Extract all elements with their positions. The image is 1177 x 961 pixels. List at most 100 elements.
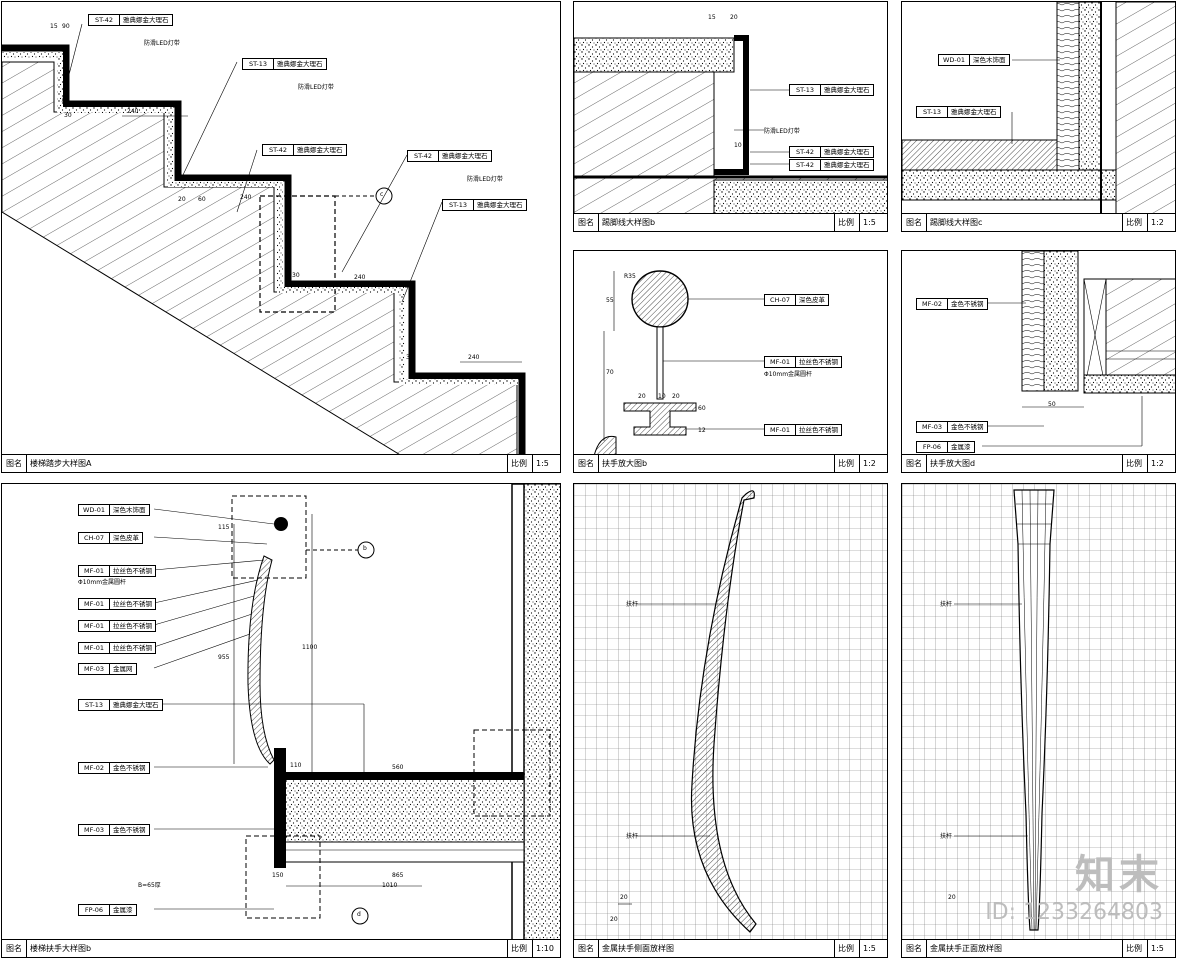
title-prefix: 图名 — [578, 944, 594, 953]
section-marker-label: d — [357, 911, 361, 918]
section-marker-label: b — [363, 545, 367, 552]
drawing-title: 扶手放大图b — [602, 459, 648, 468]
dimension: 115 — [218, 524, 230, 531]
dimension: 240 — [468, 354, 480, 361]
panel-metal-handrail-front-layout: 扶杆 扶杆 20 图名 金属扶手正面放样图 比例 1:5 — [901, 483, 1176, 958]
scale-value: 1:5 — [536, 459, 549, 468]
handrail-base-section-drawing — [982, 251, 1175, 447]
handrail-side-layout-grid — [574, 484, 887, 942]
annotation-note: 扶杆 — [940, 601, 953, 608]
dimension: 55 — [606, 297, 614, 304]
annotation-note: 防滑LED灯带 — [764, 128, 800, 135]
dimension: 30 — [292, 272, 300, 279]
dimension: 20 — [620, 894, 628, 901]
title-prefix: 图名 — [6, 944, 22, 953]
dimension: 560 — [392, 764, 404, 771]
dimension: 15 — [708, 14, 716, 21]
dimension: 12 — [698, 427, 706, 434]
drawing-title: 楼梯扶手大样图b — [30, 944, 92, 953]
dimension: 20 — [638, 393, 646, 400]
scale-prefix: 比例 — [1126, 459, 1142, 468]
annotation-note: 扶杆 — [626, 833, 639, 840]
annotation-note: B=65厚 — [138, 882, 161, 889]
scale-prefix: 比例 — [838, 459, 854, 468]
section-marker-label: c — [380, 191, 384, 198]
title-block: 图名 楼梯踏步大样图A 比例 1:5 — [2, 454, 560, 472]
scale-value: 1:5 — [863, 218, 876, 227]
title-block: 图名 踢脚线大样图b 比例 1:5 — [574, 213, 887, 231]
dimension: 20 — [610, 916, 618, 923]
title-prefix: 图名 — [6, 459, 22, 468]
dimension: 240 — [240, 194, 252, 201]
scale-value: 1:2 — [1151, 459, 1164, 468]
scale-prefix: 比例 — [1126, 218, 1142, 227]
title-prefix: 图名 — [906, 944, 922, 953]
dimension: 10 — [734, 142, 742, 149]
dimension: 30 — [406, 354, 414, 361]
scale-value: 1:5 — [863, 944, 876, 953]
title-prefix: 图名 — [906, 218, 922, 227]
dimension: R35 — [624, 273, 636, 280]
title-prefix: 图名 — [578, 218, 594, 227]
dimension: 865 — [392, 872, 404, 879]
scale-prefix: 比例 — [838, 218, 854, 227]
drawing-title: 金属扶手正面放样图 — [930, 944, 1002, 953]
title-block: 图名 踢脚线大样图c 比例 1:2 — [902, 213, 1175, 231]
annotation-note: 扶杆 — [940, 833, 953, 840]
scale-value: 1:5 — [1151, 944, 1164, 953]
title-prefix: 图名 — [906, 459, 922, 468]
panel-metal-handrail-side-layout: 扶杆 扶杆 20 20 图名 金属扶手侧面放样图 比例 1:5 — [573, 483, 888, 958]
annotation-note: Φ10mm金属圆杆 — [764, 371, 813, 378]
dimension: 10 — [658, 393, 666, 400]
title-block: 图名 扶手放大图b 比例 1:2 — [574, 454, 887, 472]
dimension: 150 — [272, 872, 284, 879]
annotation-note: 扶杆 — [626, 601, 639, 608]
dimension: 90 — [62, 23, 70, 30]
annotation-note: Φ10mm金属圆杆 — [78, 579, 127, 586]
drawing-title: 楼梯踏步大样图A — [30, 459, 92, 468]
title-block: 图名 金属扶手侧面放样图 比例 1:5 — [574, 939, 887, 957]
drawing-title: 踢脚线大样图c — [930, 218, 983, 227]
dimension: 1100 — [302, 644, 318, 651]
title-block: 图名 楼梯扶手大样图b 比例 1:10 — [2, 939, 560, 957]
annotation-note: 防滑LED灯带 — [298, 84, 334, 91]
dimension: 60 — [698, 405, 706, 412]
dimension: 1010 — [382, 882, 398, 889]
scale-prefix: 比例 — [1126, 944, 1142, 953]
dimension: 110 — [290, 762, 302, 769]
stair-handrail-elevation-drawing — [153, 484, 560, 943]
handrail-front-layout-grid — [902, 484, 1175, 942]
handrail-profile-drawing — [593, 270, 764, 457]
dimension: 20 — [178, 196, 186, 203]
scale-prefix: 比例 — [838, 944, 854, 953]
dimension: 955 — [218, 654, 230, 661]
drawing-title: 扶手放大图d — [930, 459, 976, 468]
dimension: 20 — [730, 14, 738, 21]
annotation-note: 防滑LED灯带 — [144, 40, 180, 47]
scale-value: 1:2 — [1151, 218, 1164, 227]
